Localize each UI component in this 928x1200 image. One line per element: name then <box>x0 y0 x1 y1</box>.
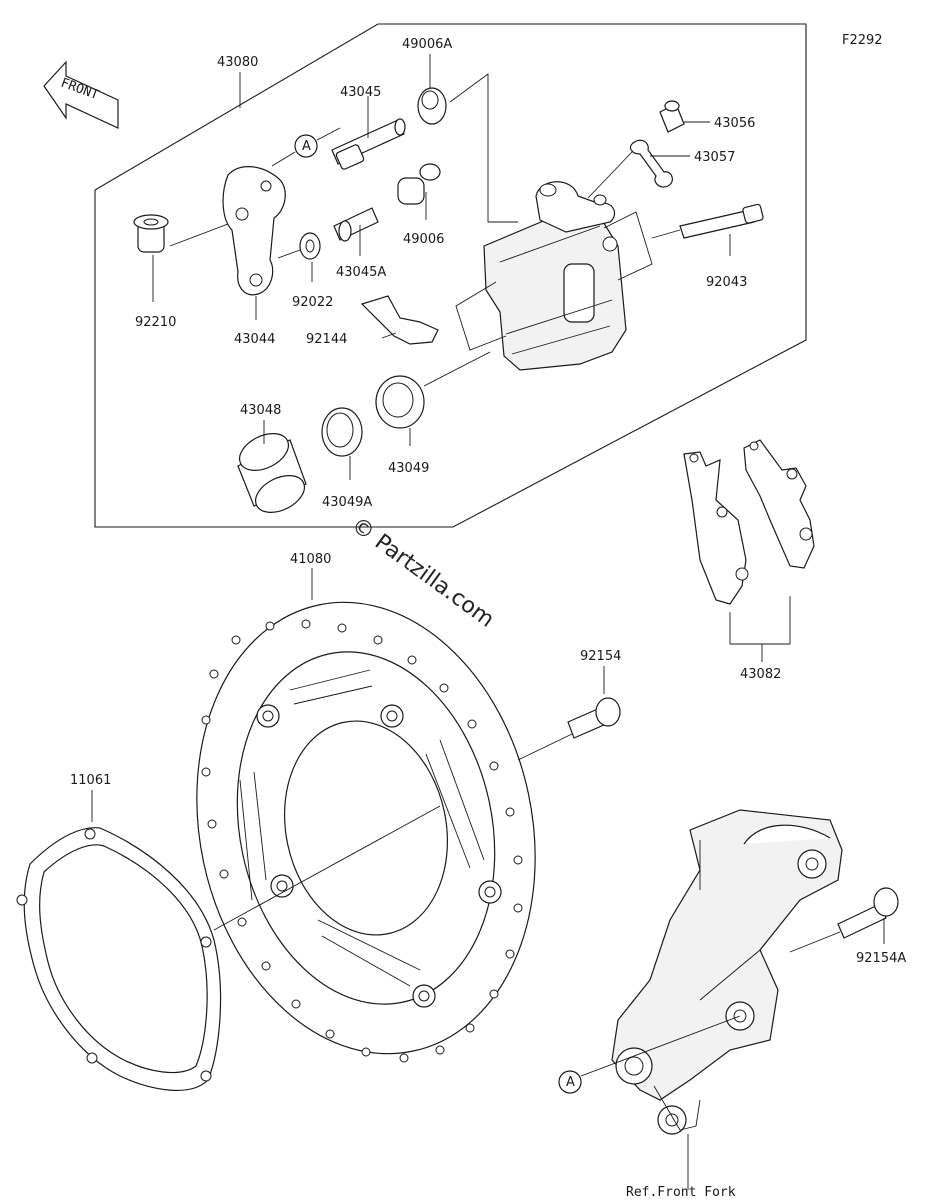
pad-pin-92043 <box>679 203 764 239</box>
label-92154: 92154 <box>580 649 621 664</box>
disc-vent-holes <box>201 619 523 1063</box>
callout-a-lower: A <box>558 1070 582 1094</box>
disc-bolt-holes <box>256 704 502 1008</box>
seal-43049A <box>321 407 363 457</box>
label-43048: 43048 <box>240 403 281 418</box>
label-43044: 43044 <box>234 332 275 347</box>
bracket-43044 <box>222 166 286 296</box>
washer-92022 <box>299 232 321 260</box>
pin-43045 <box>331 118 406 170</box>
label-49006A: 49006A <box>402 37 452 52</box>
front-fork <box>611 809 843 1135</box>
brake-disc-41080 <box>196 601 536 1063</box>
piston-43048 <box>237 433 307 513</box>
figure-code: F2292 <box>842 33 883 48</box>
label-11061: 11061 <box>70 773 111 788</box>
label-92210: 92210 <box>135 315 176 330</box>
bolt-92154 <box>567 697 621 739</box>
brake-pads-43082 <box>683 439 815 605</box>
label-92144: 92144 <box>306 332 347 347</box>
label-41080: 41080 <box>290 552 331 567</box>
bushing-92210 <box>133 214 169 253</box>
link-43057 <box>629 139 673 188</box>
caliper-assembly-outline <box>94 23 807 528</box>
label-43045: 43045 <box>340 85 381 100</box>
label-92043: 92043 <box>706 275 747 290</box>
bleeder-valve-43056 <box>659 100 685 133</box>
ref-front-fork-note: Ref.Front Fork <box>626 1185 736 1200</box>
boot-49006A <box>417 87 447 125</box>
callout-a-upper: A <box>294 134 318 158</box>
label-43057: 43057 <box>694 150 735 165</box>
bolt-92154A <box>837 887 899 939</box>
label-43080: 43080 <box>217 55 258 70</box>
pin-43045A <box>333 207 379 242</box>
label-43082: 43082 <box>740 667 781 682</box>
svg-text:A: A <box>566 1075 575 1090</box>
seal-43049 <box>375 375 425 429</box>
label-43049: 43049 <box>388 461 429 476</box>
label-43045A: 43045A <box>336 265 386 280</box>
label-43056: 43056 <box>714 116 755 131</box>
svg-text:A: A <box>302 139 311 154</box>
pad-spring-92144 <box>360 295 439 345</box>
label-49006: 49006 <box>403 232 444 247</box>
label-92154A: 92154A <box>856 951 906 966</box>
label-43049A: 43049A <box>322 495 372 510</box>
caliper-body <box>483 181 627 371</box>
label-92022: 92022 <box>292 295 333 310</box>
front-arrow-icon: FRONT <box>43 60 119 129</box>
gasket-11061 <box>16 827 222 1091</box>
boot-49006 <box>397 163 441 205</box>
